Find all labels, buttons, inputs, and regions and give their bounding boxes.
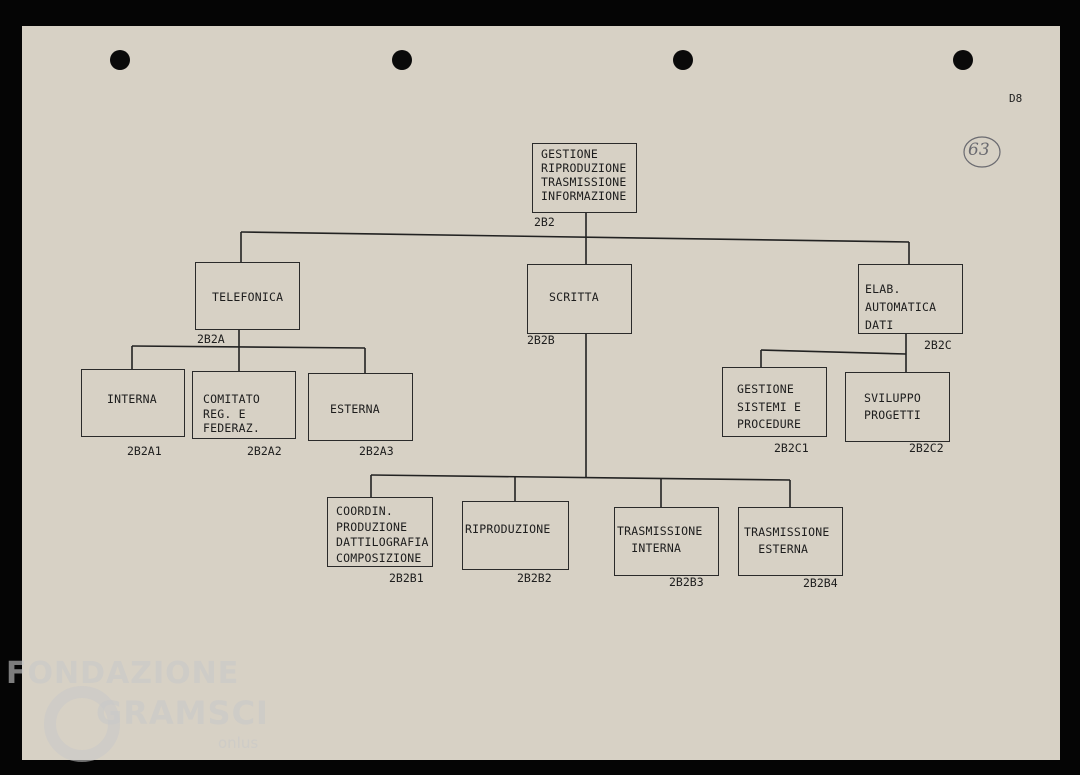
- connector: [370, 474, 791, 481]
- node-trasmissione-interna: TRASMISSIONE INTERNA: [614, 507, 719, 576]
- node-code: 2B2C2: [909, 441, 944, 455]
- watermark-g-emblem: [44, 686, 120, 762]
- watermark-text: FONDAZIONE: [6, 656, 240, 691]
- node-code: 2B2B2: [517, 571, 552, 585]
- paper-sheet: [22, 26, 1060, 760]
- node-code: 2B2B4: [803, 576, 838, 590]
- node-label: GESTIONE SISTEMI E PROCEDURE: [737, 382, 802, 431]
- node-label: ELAB. AUTOMATICA DATI: [865, 282, 937, 332]
- node-code: 2B2A3: [359, 444, 394, 458]
- punch-hole: [110, 50, 130, 70]
- node-label: TRASMISSIONE ESTERNA: [744, 525, 830, 556]
- node-code: 2B2B1: [389, 571, 424, 585]
- node-code: 2B2A: [197, 332, 225, 346]
- node-elab: ELAB. AUTOMATICA DATI: [858, 264, 963, 334]
- node-code: 2B2C: [924, 338, 952, 352]
- node-interna: INTERNA: [81, 369, 185, 437]
- node-gestione-sistemi: GESTIONE SISTEMI E PROCEDURE: [722, 367, 827, 437]
- node-label: SCRITTA: [549, 290, 599, 304]
- node-scritta: SCRITTA: [527, 264, 632, 334]
- watermark-logo: FONDAZIONE GRAMSCI onlus: [4, 656, 274, 771]
- node-code: 2B2B: [527, 333, 555, 347]
- watermark-text: onlus: [218, 734, 259, 752]
- node-code: 2B2A1: [127, 444, 162, 458]
- node-comitato: COMITATO REG. E FEDERAZ.: [192, 371, 296, 439]
- node-code: 2B2B3: [669, 575, 704, 589]
- node-code: 2B2: [534, 215, 555, 229]
- connector: [240, 231, 910, 243]
- handwritten-number-text: 63: [968, 140, 990, 160]
- page-label: D8: [1009, 92, 1023, 105]
- node-telefonica: TELEFONICA: [195, 262, 300, 330]
- handwritten-page-number: 63: [962, 135, 1002, 168]
- node-esterna: ESTERNA: [308, 373, 413, 441]
- node-label: TELEFONICA: [212, 290, 284, 304]
- connector: [131, 345, 366, 349]
- node-coordin: COORDIN. PRODUZIONE DATTILOGRAFIA COMPOS…: [327, 497, 433, 567]
- punch-hole: [392, 50, 412, 70]
- node-riproduzione: RIPRODUZIONE: [462, 501, 569, 570]
- node-label: COORDIN. PRODUZIONE DATTILOGRAFIA COMPOS…: [336, 504, 429, 565]
- node-trasmissione-esterna: TRASMISSIONE ESTERNA: [738, 507, 843, 576]
- punch-hole: [953, 50, 973, 70]
- node-label: COMITATO REG. E FEDERAZ.: [203, 392, 260, 435]
- node-root: GESTIONE RIPRODUZIONE TRASMISSIONE INFOR…: [532, 143, 637, 213]
- node-label: ESTERNA: [330, 402, 380, 416]
- node-sviluppo: SVILUPPO PROGETTI: [845, 372, 950, 442]
- node-code: 2B2C1: [774, 441, 809, 455]
- watermark-text: GRAMSCI: [96, 694, 269, 732]
- node-label: RIPRODUZIONE: [465, 522, 551, 536]
- connector: [760, 349, 907, 355]
- node-label: TRASMISSIONE INTERNA: [617, 524, 703, 555]
- node-label: SVILUPPO PROGETTI: [864, 391, 921, 422]
- node-label: GESTIONE RIPRODUZIONE TRASMISSIONE INFOR…: [541, 147, 627, 203]
- node-code: 2B2A2: [247, 444, 282, 458]
- punch-hole: [673, 50, 693, 70]
- node-label: INTERNA: [107, 392, 157, 406]
